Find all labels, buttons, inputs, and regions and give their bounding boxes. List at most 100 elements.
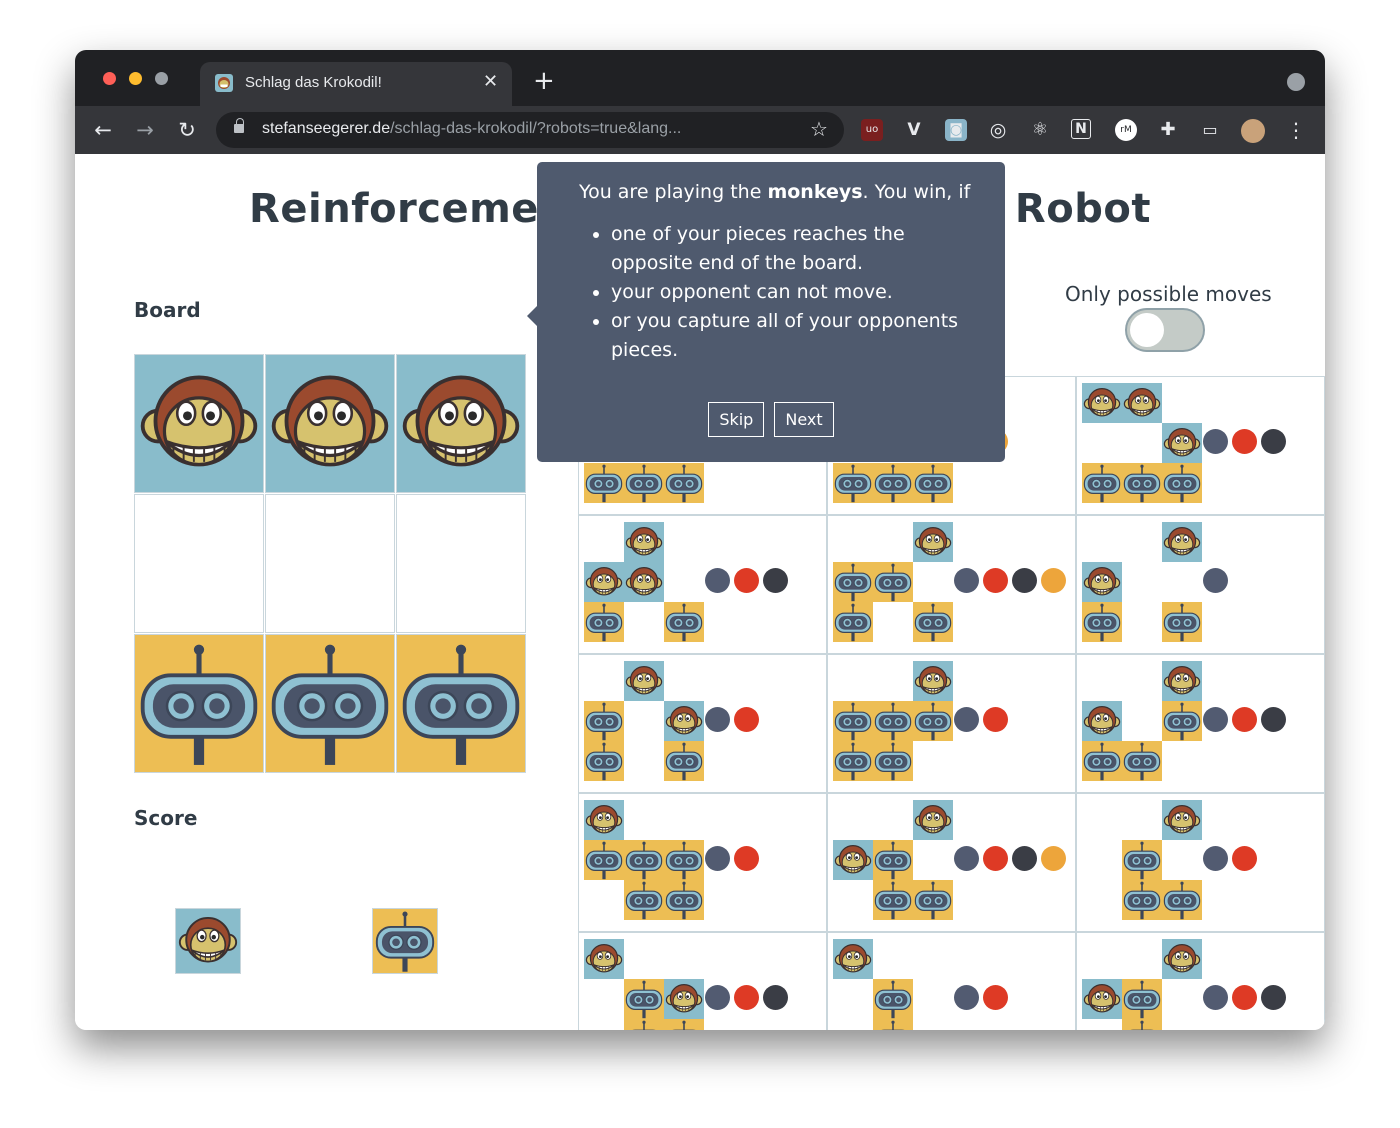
bead-slate <box>1203 707 1228 732</box>
mini-piece-robot <box>913 602 953 642</box>
vue-devtools-extension-icon[interactable]: V <box>907 120 921 140</box>
bead-slate <box>954 568 979 593</box>
kebab-menu-icon[interactable]: ⋮ <box>1286 118 1306 142</box>
matchbox-cell <box>1076 654 1325 793</box>
board-cell-robot[interactable] <box>265 634 395 773</box>
matchbox-cell <box>1076 515 1325 654</box>
screenshot-extension-icon[interactable]: ◙ <box>945 119 967 141</box>
mini-piece-robot <box>873 741 913 781</box>
forward-icon[interactable]: → <box>136 118 154 142</box>
ublock-extension-icon[interactable]: uo <box>861 119 883 141</box>
back-icon[interactable]: ← <box>94 118 112 142</box>
notion-extension-icon[interactable]: N <box>1071 119 1091 139</box>
mini-piece-robot <box>833 741 873 781</box>
bead-dark <box>1261 429 1286 454</box>
mini-piece-robot <box>1122 1019 1162 1030</box>
board-cell-robot[interactable] <box>134 634 264 773</box>
readermode-extension-icon[interactable]: rM <box>1115 119 1137 141</box>
mini-piece-robot <box>584 741 624 781</box>
board-cell-monkey[interactable] <box>134 354 264 493</box>
matchbox-cell <box>578 654 827 793</box>
next-button[interactable]: Next <box>774 402 834 437</box>
zoom-window-button[interactable] <box>155 72 168 85</box>
mini-piece-robot <box>1122 840 1162 880</box>
board-cell-empty[interactable] <box>265 494 395 633</box>
tab-active[interactable]: Schlag das Krokodil! ✕ <box>200 62 512 106</box>
score-heading: Score <box>134 806 198 830</box>
mini-piece-monkey <box>584 562 624 602</box>
mini-piece-robot <box>1162 701 1202 741</box>
mini-piece-monkey <box>913 661 953 701</box>
bead-slate <box>954 846 979 871</box>
mini-piece-monkey <box>584 939 624 979</box>
mini-piece-robot <box>1162 602 1202 642</box>
mini-piece-robot <box>1162 463 1202 503</box>
mini-piece-robot <box>913 463 953 503</box>
react-devtools-extension-icon[interactable]: ⚛ <box>1031 119 1049 140</box>
tutorial-intro: You are playing the monkeys. You win, if <box>579 181 971 203</box>
score-piece-monkey <box>175 908 241 974</box>
target-extension-icon[interactable]: ◎ <box>989 119 1007 141</box>
bead-red <box>734 985 759 1010</box>
mini-piece-monkey <box>624 562 664 602</box>
mini-piece-robot <box>624 840 664 880</box>
mini-piece-monkey <box>1162 661 1202 701</box>
board-cell-empty[interactable] <box>396 494 526 633</box>
mini-piece-robot <box>624 880 664 920</box>
extensions-puzzle-icon[interactable]: ✚ <box>1160 119 1176 140</box>
toggle-knob <box>1130 313 1164 347</box>
cast-icon[interactable]: ▭ <box>1202 120 1218 139</box>
board-cell-monkey[interactable] <box>396 354 526 493</box>
mini-piece-robot <box>664 741 704 781</box>
address-bar[interactable]: stefanseegerer.de/schlag-das-krokodil/?r… <box>216 112 844 148</box>
mini-piece-monkey <box>1082 383 1122 423</box>
board-cell-monkey[interactable] <box>265 354 395 493</box>
profile-avatar[interactable] <box>1241 119 1265 143</box>
mini-piece-monkey <box>1162 423 1202 463</box>
bead-red <box>983 985 1008 1010</box>
tab-title: Schlag das Krokodil! <box>245 74 382 91</box>
mini-piece-robot <box>664 880 704 920</box>
skip-button[interactable]: Skip <box>708 402 765 437</box>
win-condition: your opponent can not move. <box>611 278 975 307</box>
mini-piece-monkey <box>913 800 953 840</box>
board-cell-empty[interactable] <box>134 494 264 633</box>
matchbox-cell <box>1076 793 1325 932</box>
monkey-favicon-icon <box>215 74 233 92</box>
matchbox-cell <box>578 515 827 654</box>
only-possible-moves-toggle[interactable] <box>1125 308 1205 352</box>
mini-piece-robot <box>1162 880 1202 920</box>
mini-piece-monkey <box>833 939 873 979</box>
mini-piece-robot <box>1122 463 1162 503</box>
close-tab-icon[interactable]: ✕ <box>483 71 499 92</box>
bead-red <box>983 707 1008 732</box>
bead-red <box>1232 846 1257 871</box>
mini-piece-robot <box>833 602 873 642</box>
bead-slate <box>705 568 730 593</box>
bookmark-star-icon[interactable]: ☆ <box>810 117 828 141</box>
minimize-window-button[interactable] <box>129 72 142 85</box>
new-tab-icon[interactable]: + <box>533 66 555 96</box>
mini-piece-robot <box>913 701 953 741</box>
mini-piece-robot <box>584 463 624 503</box>
mini-piece-robot <box>584 602 624 642</box>
board-cell-robot[interactable] <box>396 634 526 773</box>
mini-piece-monkey <box>1082 562 1122 602</box>
bead-slate <box>1203 985 1228 1010</box>
close-window-button[interactable] <box>103 72 116 85</box>
mini-piece-monkey <box>1162 800 1202 840</box>
bead-orange <box>1041 846 1066 871</box>
matchbox-cell <box>578 932 827 1030</box>
reload-icon[interactable]: ↻ <box>178 118 196 142</box>
tutorial-popover: You are playing the monkeys. You win, if… <box>527 162 1005 462</box>
tab-search-icon[interactable] <box>1287 73 1305 91</box>
game-board <box>134 354 528 776</box>
url-text: stefanseegerer.de/schlag-das-krokodil/?r… <box>262 120 682 137</box>
mini-piece-robot <box>664 602 704 642</box>
bead-dark <box>1261 707 1286 732</box>
bead-red <box>1232 985 1257 1010</box>
bead-slate <box>1203 429 1228 454</box>
bead-dark <box>763 985 788 1010</box>
